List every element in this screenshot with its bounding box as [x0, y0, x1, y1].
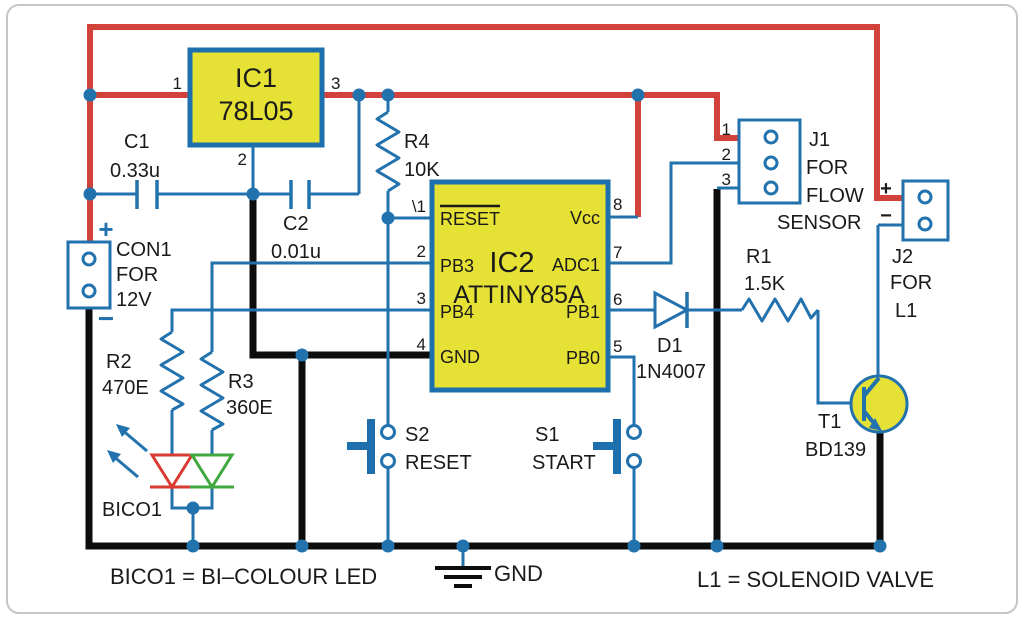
j2-connector — [901, 179, 950, 242]
c2-value: 0.01u — [271, 241, 321, 263]
j1-pin2-number: 2 — [722, 145, 731, 164]
ic2-pin-pb4: PB4 — [440, 302, 474, 322]
resistor-r4 — [375, 110, 401, 193]
ic1-body — [187, 47, 325, 148]
j1-sensor: SENSOR — [777, 212, 861, 234]
diode-d1 — [653, 290, 691, 330]
r2-value: 470E — [102, 377, 149, 399]
con1-minus: − — [98, 303, 114, 334]
junction-dots — [83, 88, 887, 553]
r4-value: 10K — [404, 159, 440, 181]
transistor-t1 — [849, 374, 909, 434]
earth-ground-symbol — [435, 566, 491, 588]
r3-ref: R3 — [228, 371, 254, 393]
c1-ref: C1 — [124, 131, 150, 153]
ic2-pin-pb3: PB3 — [440, 256, 474, 276]
j2-for: FOR — [890, 272, 932, 294]
ic2-ref: IC2 — [489, 247, 534, 279]
t1-ref: T1 — [818, 411, 841, 433]
j2-plus: + — [880, 178, 892, 200]
ic2-pin-vcc: Vcc — [570, 208, 600, 228]
bico1-note: BICO1 = BI–COLOUR LED — [110, 564, 377, 589]
ic2-pin7-number: 7 — [613, 243, 622, 262]
con1-for: FOR — [116, 264, 158, 286]
ic2-body — [429, 179, 611, 393]
r1-ref: R1 — [746, 246, 772, 268]
j2-ref: J2 — [892, 246, 913, 268]
ic2-part: ATTINY85A — [453, 281, 585, 309]
l1-note: L1 = SOLENOID VALVE — [697, 567, 934, 592]
r3-value: 360E — [226, 397, 273, 419]
pushbutton-s2 — [347, 419, 396, 474]
ic2-pin-pb0: PB0 — [566, 348, 600, 368]
j1-for: FOR — [806, 157, 848, 179]
c1-value: 0.33u — [110, 160, 160, 182]
bico1-ref: BICO1 — [102, 499, 162, 521]
pushbutton-s1 — [593, 419, 642, 474]
s1-ref: S1 — [535, 424, 559, 446]
resistor-r1 — [740, 297, 820, 323]
j1-pin3-number: 3 — [722, 170, 731, 189]
bicolour-led — [149, 453, 235, 490]
ic2-pin5-number: 5 — [613, 337, 622, 356]
image-frame — [6, 4, 1018, 614]
ic2-pin4-number: 4 — [417, 335, 426, 354]
j1-connector — [737, 118, 802, 205]
gnd-label: GND — [494, 561, 543, 586]
s2-label: RESET — [405, 452, 472, 474]
ic2-pin6-number: 6 — [613, 290, 622, 309]
con1-plus: + — [98, 214, 113, 244]
j2-minus: − — [880, 205, 892, 227]
r1-value: 1.5K — [744, 273, 786, 295]
led-emission-arrows — [107, 424, 148, 479]
capacitor-c1 — [135, 180, 159, 209]
ic2-pin3-number: 3 — [417, 289, 426, 308]
s2-ref: S2 — [405, 424, 429, 446]
ic1-pin1-number: 1 — [173, 74, 182, 93]
j1-ref: J1 — [809, 129, 830, 151]
resistor-r3 — [199, 350, 225, 432]
ic1-pin2-number: 2 — [238, 150, 247, 169]
d1-ref: D1 — [657, 335, 683, 357]
r4-ref: R4 — [404, 131, 430, 153]
capacitor-c2 — [289, 180, 311, 209]
j1-pin1-number: 1 — [722, 120, 731, 139]
t1-value: BD139 — [805, 439, 866, 461]
signal-wires — [90, 95, 903, 567]
d1-value: 1N4007 — [636, 361, 706, 383]
ic1-ref: IC1 — [235, 63, 277, 93]
j1-flow: FLOW — [806, 185, 864, 207]
ic1-pin3-number: 3 — [331, 74, 340, 93]
r2-ref: R2 — [106, 351, 132, 373]
ic2-pin2-number: 2 — [417, 242, 426, 261]
s1-label: START — [532, 452, 596, 474]
con1-ref: CON1 — [116, 239, 172, 261]
ic2-pin-adc1: ADC1 — [552, 255, 600, 275]
ic2-pin8-number: 8 — [613, 195, 622, 214]
ic2-pin1-number: \1 — [412, 197, 426, 216]
ic2-pin-reset: RESET — [440, 209, 500, 229]
ic2-pin-pb1: PB1 — [566, 302, 600, 322]
j2-l1: L1 — [895, 300, 917, 322]
c2-ref: C2 — [283, 213, 309, 235]
con1-12v: 12V — [116, 289, 152, 311]
resistor-r2 — [159, 330, 185, 412]
ic1-part: 78L05 — [218, 96, 293, 126]
con1-connector — [66, 240, 112, 310]
ic2-pin-gnd: GND — [440, 347, 480, 367]
ground-wires — [85, 189, 884, 550]
